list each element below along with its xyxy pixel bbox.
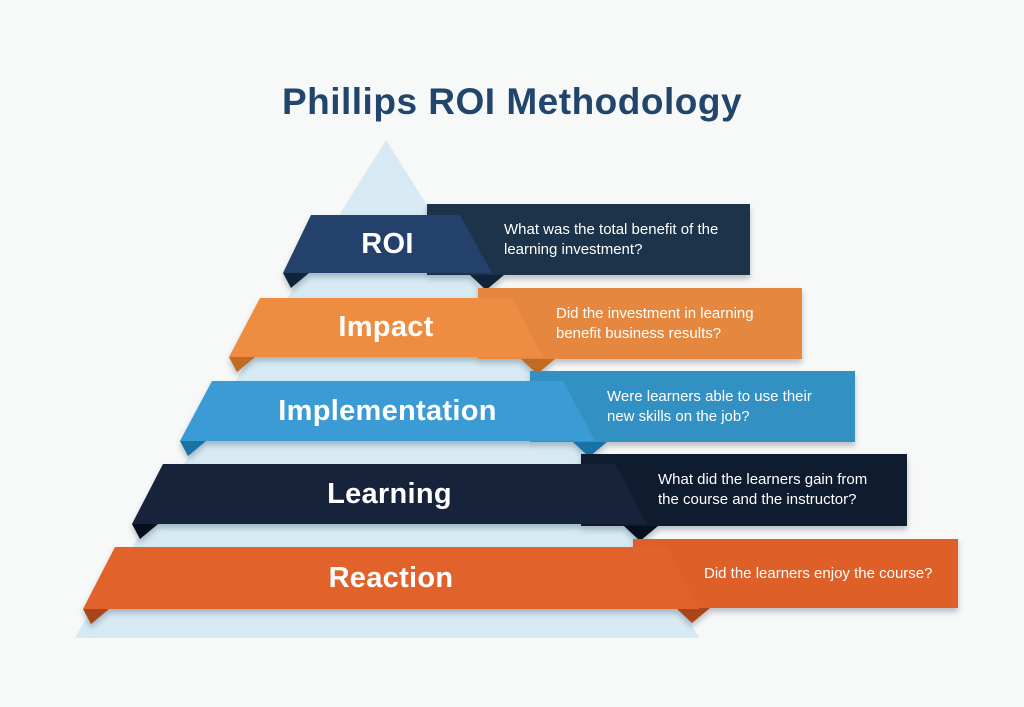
implementation-band-label: Implementation — [278, 394, 497, 427]
page-title: Phillips ROI Methodology — [281, 80, 743, 122]
roi-question: What was the total benefit of the learni… — [504, 220, 719, 258]
impact-question: Did the investment in learning benefit b… — [556, 304, 754, 342]
implementation-question: Were learners able to use their new skil… — [607, 387, 812, 425]
learning-question: What did the learners gain from the cour… — [658, 471, 868, 508]
impact-band-label: Impact — [338, 311, 434, 343]
learning-band-label: Learning — [327, 477, 452, 510]
reaction-band-label: Reaction — [328, 561, 454, 594]
roi-band-label: ROI — [361, 227, 414, 260]
reaction-question: Did the learners enjoy the course? — [704, 564, 933, 582]
